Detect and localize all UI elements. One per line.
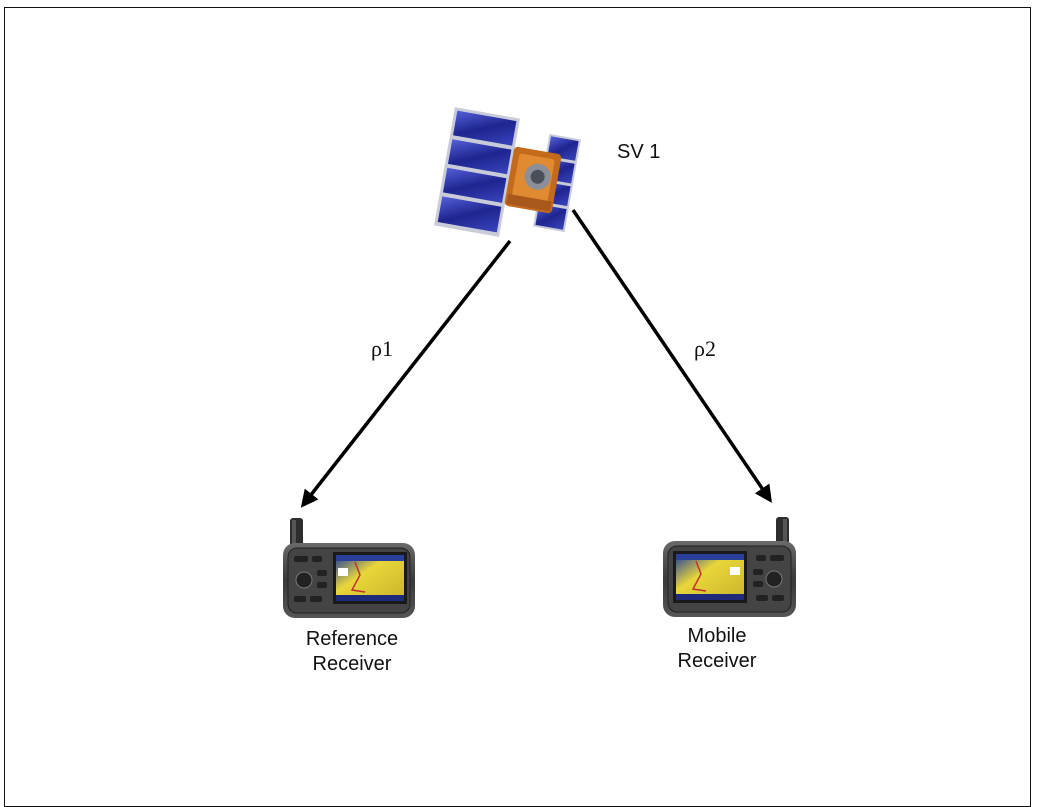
- diagram-frame: [4, 7, 1031, 807]
- reference-receiver-label-line1: Reference: [305, 628, 399, 650]
- mobile-receiver-label: Mobile Receiver: [632, 624, 802, 674]
- reference-receiver-icon: [283, 518, 415, 618]
- mobile-receiver-label-line1: Mobile: [687, 625, 747, 647]
- satellite-label: SV 1: [617, 141, 661, 163]
- satellite-icon: [434, 107, 581, 237]
- range-label-rho1: ρ1: [371, 336, 393, 361]
- mobile-receiver-label-line2: Receiver: [677, 650, 757, 672]
- range-label-rho2: ρ2: [694, 336, 716, 361]
- range-arrow-rho1: [300, 239, 512, 508]
- reference-receiver-label: Reference Receiver: [267, 627, 437, 677]
- mobile-receiver-icon: [663, 517, 796, 617]
- diagram-canvas: [283, 107, 796, 618]
- range-arrow-rho2: [571, 209, 772, 503]
- reference-receiver-label-line2: Receiver: [312, 653, 392, 675]
